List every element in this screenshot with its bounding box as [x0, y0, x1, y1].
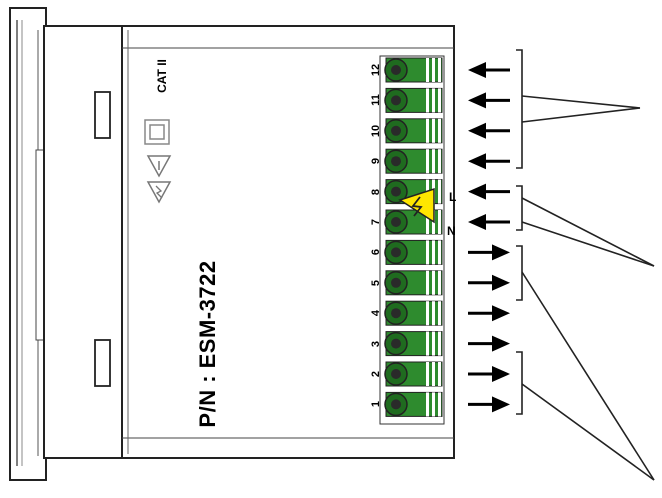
terminal-number: 12 [370, 63, 382, 77]
terminal-12 [384, 57, 443, 83]
latch-bottom [94, 339, 111, 387]
input-arrow [468, 214, 510, 230]
input-arrow [468, 153, 510, 170]
input-bracket-top [516, 49, 641, 169]
terminal-4 [384, 300, 443, 326]
category-label: CAT II [155, 59, 169, 93]
terminal-number: 5 [370, 279, 382, 286]
terminal-number: 10 [370, 124, 382, 137]
terminal-number: 1 [370, 401, 382, 408]
terminal-10 [384, 118, 443, 144]
front-bezel [9, 7, 47, 481]
output-bracket-lower [516, 351, 655, 481]
neutral-label: N [447, 224, 456, 238]
terminal-number: 3 [370, 340, 382, 347]
terminal-number: 6 [370, 249, 382, 256]
terminal-1 [384, 391, 443, 417]
double-insulation-icon [144, 119, 170, 145]
terminal-11 [384, 87, 443, 113]
terminal-5 [384, 270, 443, 296]
part-number-label: P/N : ESM-3722 [195, 260, 220, 428]
output-arrow [468, 366, 510, 382]
terminal-number: 2 [370, 370, 382, 378]
caution-icon [146, 155, 172, 178]
terminal-number: 7 [370, 218, 382, 226]
latch-top [94, 91, 111, 139]
terminal-number: 9 [370, 158, 382, 165]
high-voltage-warning-icon [398, 187, 435, 224]
output-arrow [468, 274, 510, 291]
terminal-2 [384, 361, 443, 387]
line-label: L [449, 190, 457, 204]
terminal-number: 8 [370, 188, 382, 195]
input-arrow [468, 62, 510, 78]
output-arrow [468, 335, 510, 352]
terminal-9 [384, 148, 443, 174]
supply-bracket [516, 185, 655, 267]
output-bracket-upper [516, 245, 655, 481]
terminal-number: 4 [370, 310, 382, 317]
input-arrow [468, 122, 510, 139]
output-arrow [468, 244, 510, 261]
arrows [468, 62, 510, 413]
output-arrow [468, 396, 510, 413]
input-arrow [468, 183, 510, 200]
output-arrow [468, 305, 510, 322]
input-arrow [468, 92, 510, 109]
terminal-3 [384, 331, 443, 357]
terminal-6 [384, 239, 443, 265]
terminal-number: 11 [370, 94, 382, 107]
terminals [384, 57, 443, 417]
shock-hazard-icon [146, 181, 172, 204]
